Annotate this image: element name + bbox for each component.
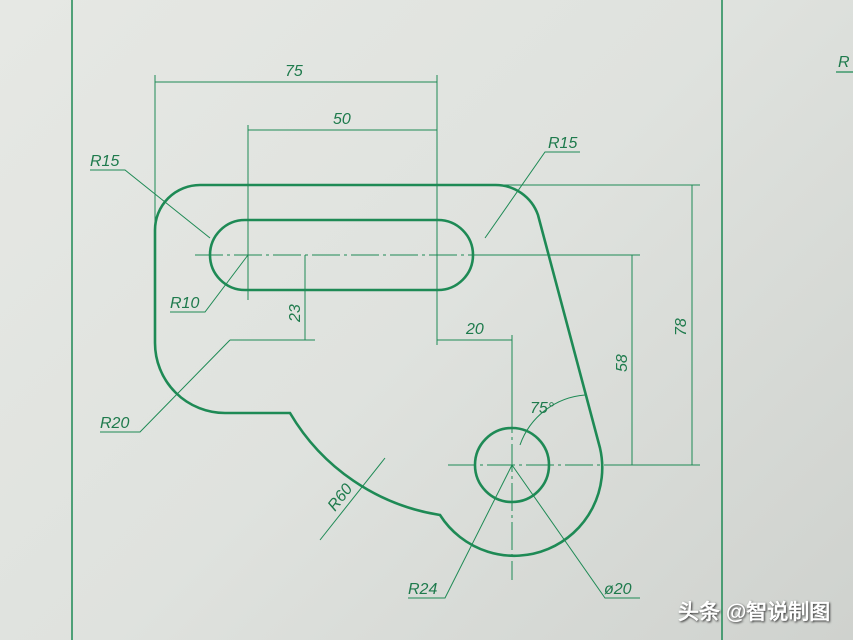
slot-outline [208, 218, 475, 292]
dim-r60: R60 [325, 481, 357, 515]
leader-r15-left [90, 169, 211, 239]
part-outline [153, 183, 604, 557]
watermark: 头条 @智说制图 [678, 601, 831, 624]
angle-arc [519, 394, 586, 446]
dim-58: 58 [614, 354, 631, 372]
leader-r20 [100, 339, 231, 433]
leader-r10 [170, 254, 249, 313]
dim-23: 23 [287, 304, 304, 323]
dim-r24: R24 [408, 581, 437, 598]
dim-75: 75 [285, 63, 303, 80]
leader-dia20 [511, 464, 640, 599]
leader-r24 [408, 464, 513, 599]
dim-r20: R20 [100, 415, 129, 432]
dim-r10: R10 [170, 295, 199, 312]
dim-angle-75: 75° [530, 400, 555, 417]
dim-r15-left: R15 [90, 153, 119, 170]
dim-r15-right: R15 [548, 135, 577, 152]
leader-r60 [319, 457, 386, 541]
leader-r15-right [484, 151, 580, 239]
dim-20: 20 [465, 321, 484, 338]
dim-78: 78 [673, 318, 690, 336]
dim-50: 50 [333, 111, 351, 128]
dim-dia20: ø20 [604, 581, 632, 598]
adjacent-label: R [838, 54, 850, 71]
